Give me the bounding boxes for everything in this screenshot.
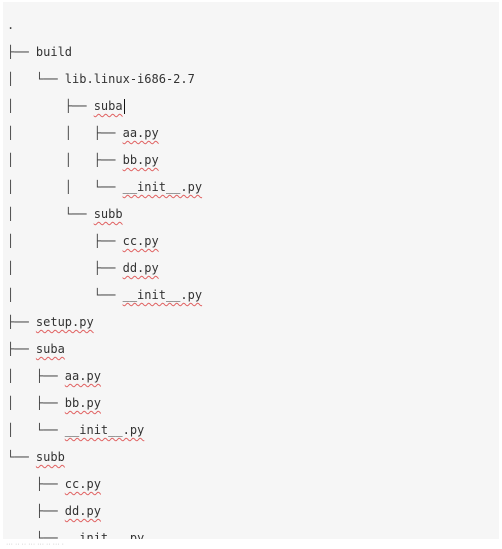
text-cursor [123,99,125,114]
tree-entry-name: cc.py [122,234,159,248]
tree-line[interactable]: │ ├── bb.py [7,390,202,417]
tree-entry-name: aa.py [122,126,159,140]
tree-entry-name: __init__.py [64,531,145,539]
tree-entry-name: suba [93,99,123,113]
tree-line[interactable]: │ ├── aa.py [7,363,202,390]
tree-branch-prefix: │ │ ├── [7,126,123,140]
tree-entry-name: subb [93,207,123,221]
tree-entry-name: __init__.py [122,288,203,302]
tree-line[interactable]: │ └── __init__.py [7,417,202,444]
tree-entry-name: bb.py [122,153,159,167]
tree-entry-name: setup.py [35,315,94,329]
tree-branch-prefix: │ └── [7,423,65,437]
tree-line[interactable]: │ │ ├── aa.py [7,120,202,147]
tree-branch-prefix: │ │ └── [7,180,123,194]
tree-branch-prefix: └── [7,531,65,539]
tree-entry-name: cc.py [64,477,101,491]
tree-line[interactable]: │ └── __init__.py [7,282,202,309]
tree-branch-prefix: └── [7,450,36,464]
tree-branch-prefix: │ └── [7,288,123,302]
tree-line[interactable]: ├── build [7,39,202,66]
tree-line[interactable]: ├── dd.py [7,498,202,525]
code-editor[interactable]: .├── build│ └── lib.linux-i686-2.7│ ├── … [3,2,499,539]
tree-branch-prefix: ├── [7,504,65,518]
tree-branch-prefix: │ ├── [7,369,65,383]
tree-branch-prefix: . [7,18,15,32]
tree-line[interactable]: │ │ ├── bb.py [7,147,202,174]
tree-line[interactable]: └── __init__.py [7,525,202,539]
tree-line[interactable]: └── subb [7,444,202,471]
tree-branch-prefix: │ ├── [7,396,65,410]
tree-entry-name: bb.py [64,396,101,410]
footer-text: ··· ·· ·· ··· ··· ·· ··· · [6,541,64,548]
tree-entry-name: __init__.py [64,423,145,437]
tree-line[interactable]: ├── setup.py [7,309,202,336]
tree-branch-prefix: ├── [7,342,36,356]
tree-line[interactable]: . [7,12,202,39]
tree-entry-name: dd.py [64,504,101,518]
tree-line[interactable]: │ └── lib.linux-i686-2.7 [7,66,202,93]
tree-entry-name: suba [35,342,65,356]
tree-line[interactable]: │ └── subb [7,201,202,228]
tree-line[interactable]: │ ├── cc.py [7,228,202,255]
directory-tree: .├── build│ └── lib.linux-i686-2.7│ ├── … [7,12,202,539]
tree-branch-prefix: │ └── [7,72,65,86]
tree-entry-name: __init__.py [122,180,203,194]
tree-entry-name: lib.linux-i686-2.7 [64,72,195,86]
tree-line[interactable]: │ │ └── __init__.py [7,174,202,201]
tree-branch-prefix: │ ├── [7,234,123,248]
tree-line[interactable]: │ ├── suba [7,93,202,120]
tree-branch-prefix: ├── [7,45,36,59]
tree-branch-prefix: │ ├── [7,261,123,275]
tree-branch-prefix: │ │ ├── [7,153,123,167]
tree-line[interactable]: │ ├── dd.py [7,255,202,282]
tree-branch-prefix: │ ├── [7,99,94,113]
tree-entry-name: dd.py [122,261,159,275]
tree-line[interactable]: ├── cc.py [7,471,202,498]
tree-entry-name: subb [35,450,65,464]
tree-line[interactable]: ├── suba [7,336,202,363]
tree-branch-prefix: │ └── [7,207,94,221]
tree-entry-name: build [35,45,73,59]
tree-entry-name: aa.py [64,369,101,383]
tree-branch-prefix: ├── [7,477,65,491]
tree-branch-prefix: ├── [7,315,36,329]
